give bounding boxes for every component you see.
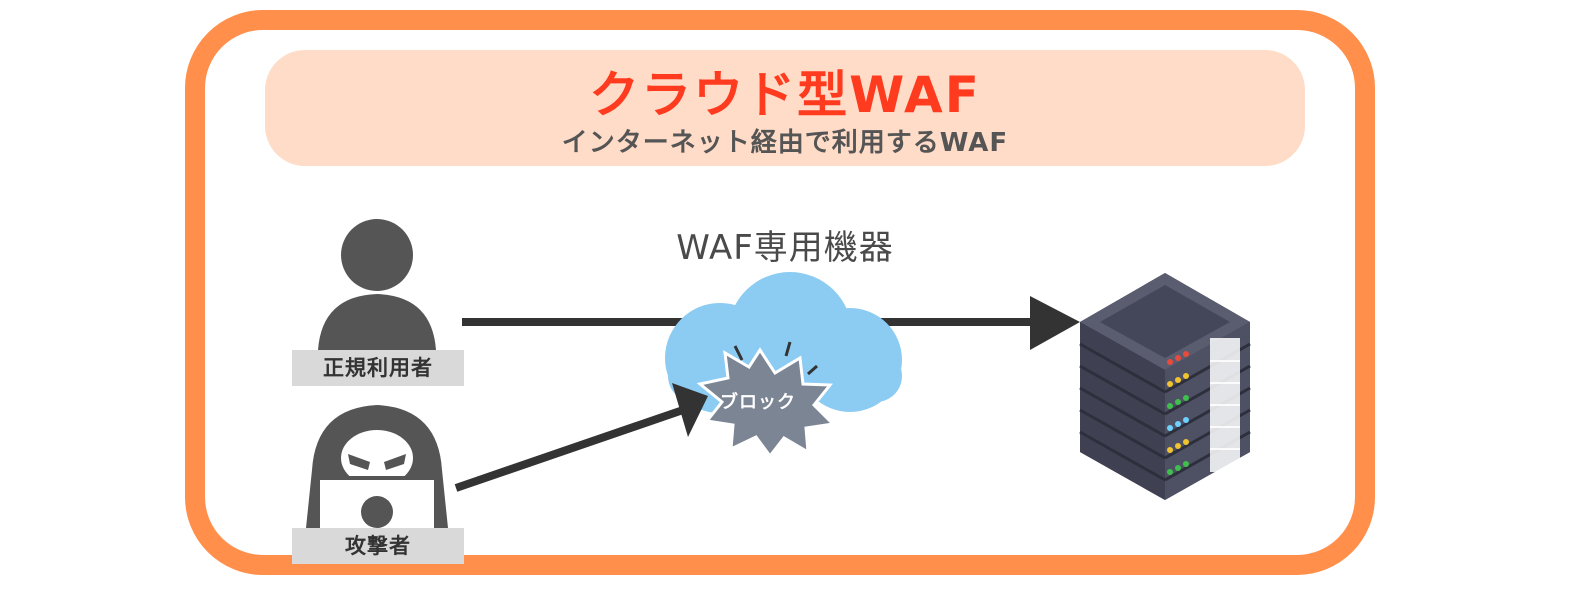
page-subtitle: インターネット経由で利用するWAF <box>561 128 1009 158</box>
page-title: クラウド型WAF <box>589 66 981 124</box>
legit-user-label: 正規利用者 <box>292 350 464 386</box>
burst-icon <box>696 341 837 459</box>
attacker-label: 攻撃者 <box>292 528 464 564</box>
server-rack-icon <box>1079 273 1251 500</box>
hooded-hacker-icon <box>306 405 448 532</box>
block-label: ブロック <box>720 392 796 413</box>
person-icon <box>318 219 436 350</box>
attack-traffic-arrow <box>454 383 708 492</box>
waf-device-label: WAF専用機器 <box>676 228 894 268</box>
header-band <box>265 50 1305 166</box>
